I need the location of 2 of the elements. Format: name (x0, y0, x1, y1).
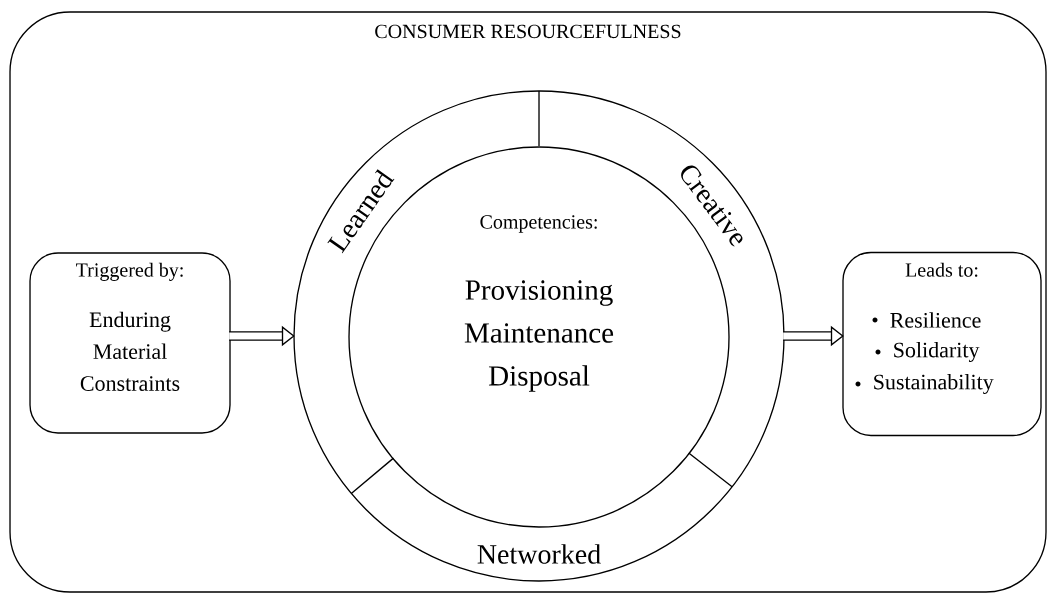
rounded-box: Leads to: Resilience Solidarity Sustainability (842, 251, 1042, 437)
rounded-box: Triggered by: Enduring Material Constraints (29, 252, 231, 434)
